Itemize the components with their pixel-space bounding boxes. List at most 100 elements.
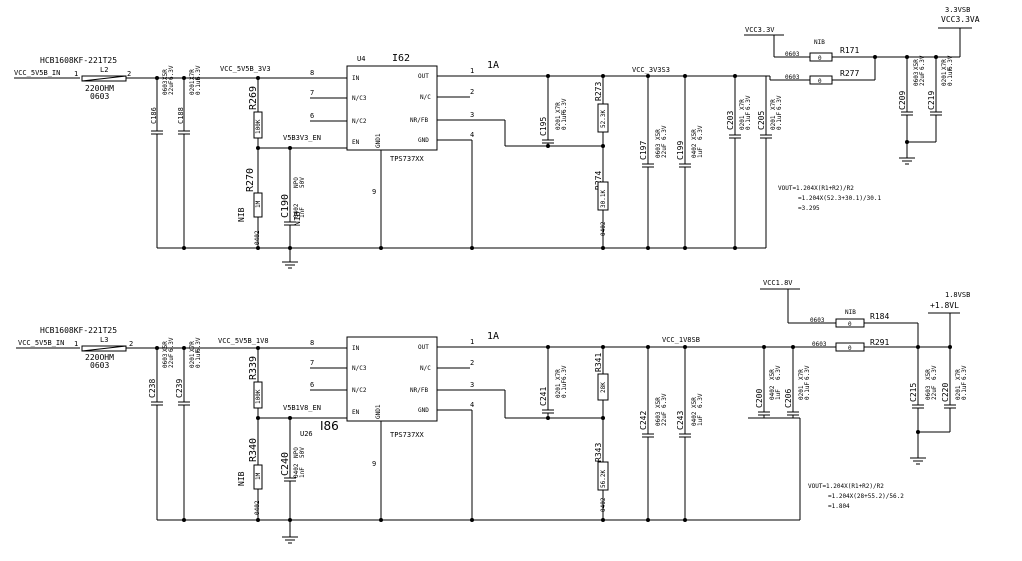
bottom-pin-en-name: EN	[352, 409, 360, 416]
top-c186-pkg: 0603	[162, 80, 169, 95]
top-en-net: V5B3V3_EN	[283, 134, 321, 142]
bottom-r340-nib: NIB	[237, 471, 246, 486]
top-c219-pkg: 0201	[941, 71, 948, 86]
bottom-c220-value: 0.1uF	[961, 382, 968, 400]
bottom-c220-pkg: 0201	[955, 385, 962, 400]
bottom-c206-dielectric: X7R	[798, 369, 805, 380]
top-inductor-ref: L2	[100, 66, 108, 74]
top-c197-pkg: 0603	[655, 143, 662, 158]
bottom-pin-in-number: 8	[310, 339, 314, 347]
bottom-pin-nc2-name: N/C2	[352, 387, 367, 394]
top-c209-ref: C209	[898, 91, 907, 110]
top-input-net: VCC_5V5B_IN	[14, 69, 60, 77]
bottom-c215-pkg: 0603	[925, 385, 932, 400]
top-c195-pkg: 0201	[555, 115, 562, 130]
bottom-c240-pkg: 0402	[293, 463, 300, 478]
bottom-inductor-pkg: 0603	[90, 361, 109, 370]
top-equation-line1: VOUT=1.204X(R1+R2)/R2	[778, 185, 854, 192]
top-pin-out-name: OUT	[418, 73, 429, 80]
bottom-inductor-imp: 220OHM	[85, 353, 114, 362]
bottom-u-name: I86	[320, 419, 339, 433]
bottom-r339-ref: R339	[248, 356, 259, 380]
top-u-ref: U4	[357, 55, 365, 63]
top-c209-voltage: 6.3V	[919, 55, 926, 70]
top-c186-dielectric: X5R	[162, 69, 169, 80]
top-c205-voltage: 6.3V	[776, 95, 783, 110]
top-pin-nrfb-number: 3	[470, 111, 474, 119]
bottom-c239-ref: C239	[175, 379, 184, 398]
top-r274-value: 30.1K	[600, 190, 607, 208]
top-c188-pkg: 0201	[189, 80, 196, 95]
top-r277-value: 0	[818, 78, 822, 85]
top-pin-nc3-name: N/C3	[352, 95, 367, 102]
bottom-rail-net: VCC_5V5B_1V8	[218, 337, 269, 345]
bottom-c206-value: 0.1uF	[804, 382, 811, 400]
top-c209-pkg: 0603	[913, 71, 920, 86]
bottom-equation-line2: =1.204X(28+55.2)/56.2	[828, 493, 904, 500]
top-right-ground-symbol	[899, 142, 915, 165]
bottom-u-ref: U26	[300, 430, 313, 438]
top-u-name: I62	[392, 53, 410, 64]
bottom-en-net: V5B1V8_EN	[283, 404, 321, 412]
bottom-input-net: VCC_5V5B_IN	[18, 339, 64, 347]
bottom-c243-dielectric: X5R	[691, 397, 698, 408]
bottom-c243-pkg: 0402	[691, 411, 698, 426]
bottom-r340-ref: R340	[248, 438, 259, 462]
bottom-c242-value: 22uF	[661, 411, 668, 426]
top-gnd1-pin-name: GND1	[375, 133, 382, 148]
top-r171-pkg: 0603	[785, 51, 800, 58]
bottom-c206-voltage: 6.3V	[804, 365, 811, 380]
bottom-c241-value: 0.1uF	[561, 380, 568, 398]
bottom-r343-value: 56.2K	[600, 470, 607, 488]
top-pin-nc-name: N/C	[420, 94, 431, 101]
bottom-r339-value: 100K	[255, 389, 262, 404]
top-pin-in-name: IN	[352, 75, 360, 82]
top-r273-value: 52.3K	[600, 110, 607, 128]
bottom-c240-voltage: 50V	[299, 447, 306, 458]
bottom-pin-gnd-number: 4	[470, 401, 474, 409]
top-pin-out-number: 1	[470, 67, 474, 75]
bottom-inductor-pin2: 2	[129, 340, 133, 348]
top-equation-line2: =1.204X(52.3+30.1)/30.1	[798, 195, 881, 202]
bottom-c215-value: 22uF	[931, 385, 938, 400]
bottom-c238-ref: C238	[148, 379, 157, 398]
top-c195-value: 0.1uF	[561, 112, 568, 130]
top-c190-value: 1nF	[299, 207, 306, 218]
top-c199-voltage: 6.3V	[697, 125, 704, 140]
bottom-c243-value: 1uF	[697, 415, 704, 426]
top-r270-nib: NIB	[237, 207, 246, 222]
bottom-c239-dielectric: X7R	[189, 341, 196, 352]
top-c190-voltage: 50V	[299, 177, 306, 188]
bottom-c200-voltage: 6.3V	[775, 365, 782, 380]
top-c188-ref: C188	[177, 107, 185, 124]
top-pin-gnd-name: GND	[418, 137, 429, 144]
bottom-out-label2: +1.8VL	[930, 301, 959, 310]
bottom-c206-ref: C206	[784, 389, 793, 408]
bottom-c241-ref: C241	[539, 387, 548, 406]
top-regulator-ic	[346, 65, 438, 151]
bottom-c215-voltage: 6.3V	[931, 365, 938, 380]
top-r270-ref: R270	[245, 168, 256, 192]
top-r171-nib: NIB	[814, 39, 825, 46]
top-u-part: TPS737XX	[390, 155, 425, 163]
bottom-c243-voltage: 6.3V	[697, 393, 704, 408]
bottom-inductor-ref: L3	[100, 336, 108, 344]
top-c205-value: 0.1uF	[776, 112, 783, 130]
bottom-r340-value: 1M	[255, 472, 262, 480]
top-c188-value: 0.1uF	[195, 77, 202, 95]
bottom-c241-voltage: 6.3V	[561, 365, 568, 380]
top-out-label2: VCC3.3VA	[941, 15, 980, 24]
top-r171-value: 0	[818, 55, 822, 62]
top-c186-ref: C186	[150, 107, 158, 124]
bottom-c239-pkg: 0201	[189, 353, 196, 368]
top-c199-dielectric: X5R	[691, 129, 698, 140]
top-c186-value: 22uF	[168, 80, 175, 95]
top-c203-ref: C203	[726, 111, 735, 130]
bottom-r184-ref: R184	[870, 312, 889, 321]
top-circuit: VCC_5V5B_IN HCB1608KF-221T25 1 2 L2 220O…	[14, 6, 980, 269]
top-c190-dielectric: NPO	[293, 177, 300, 188]
top-pin9-number: 9	[372, 188, 376, 196]
bottom-c242-voltage: 6.3V	[661, 393, 668, 408]
bottom-pin-nc2-number: 6	[310, 381, 314, 389]
bottom-pin9-number: 9	[372, 460, 376, 468]
